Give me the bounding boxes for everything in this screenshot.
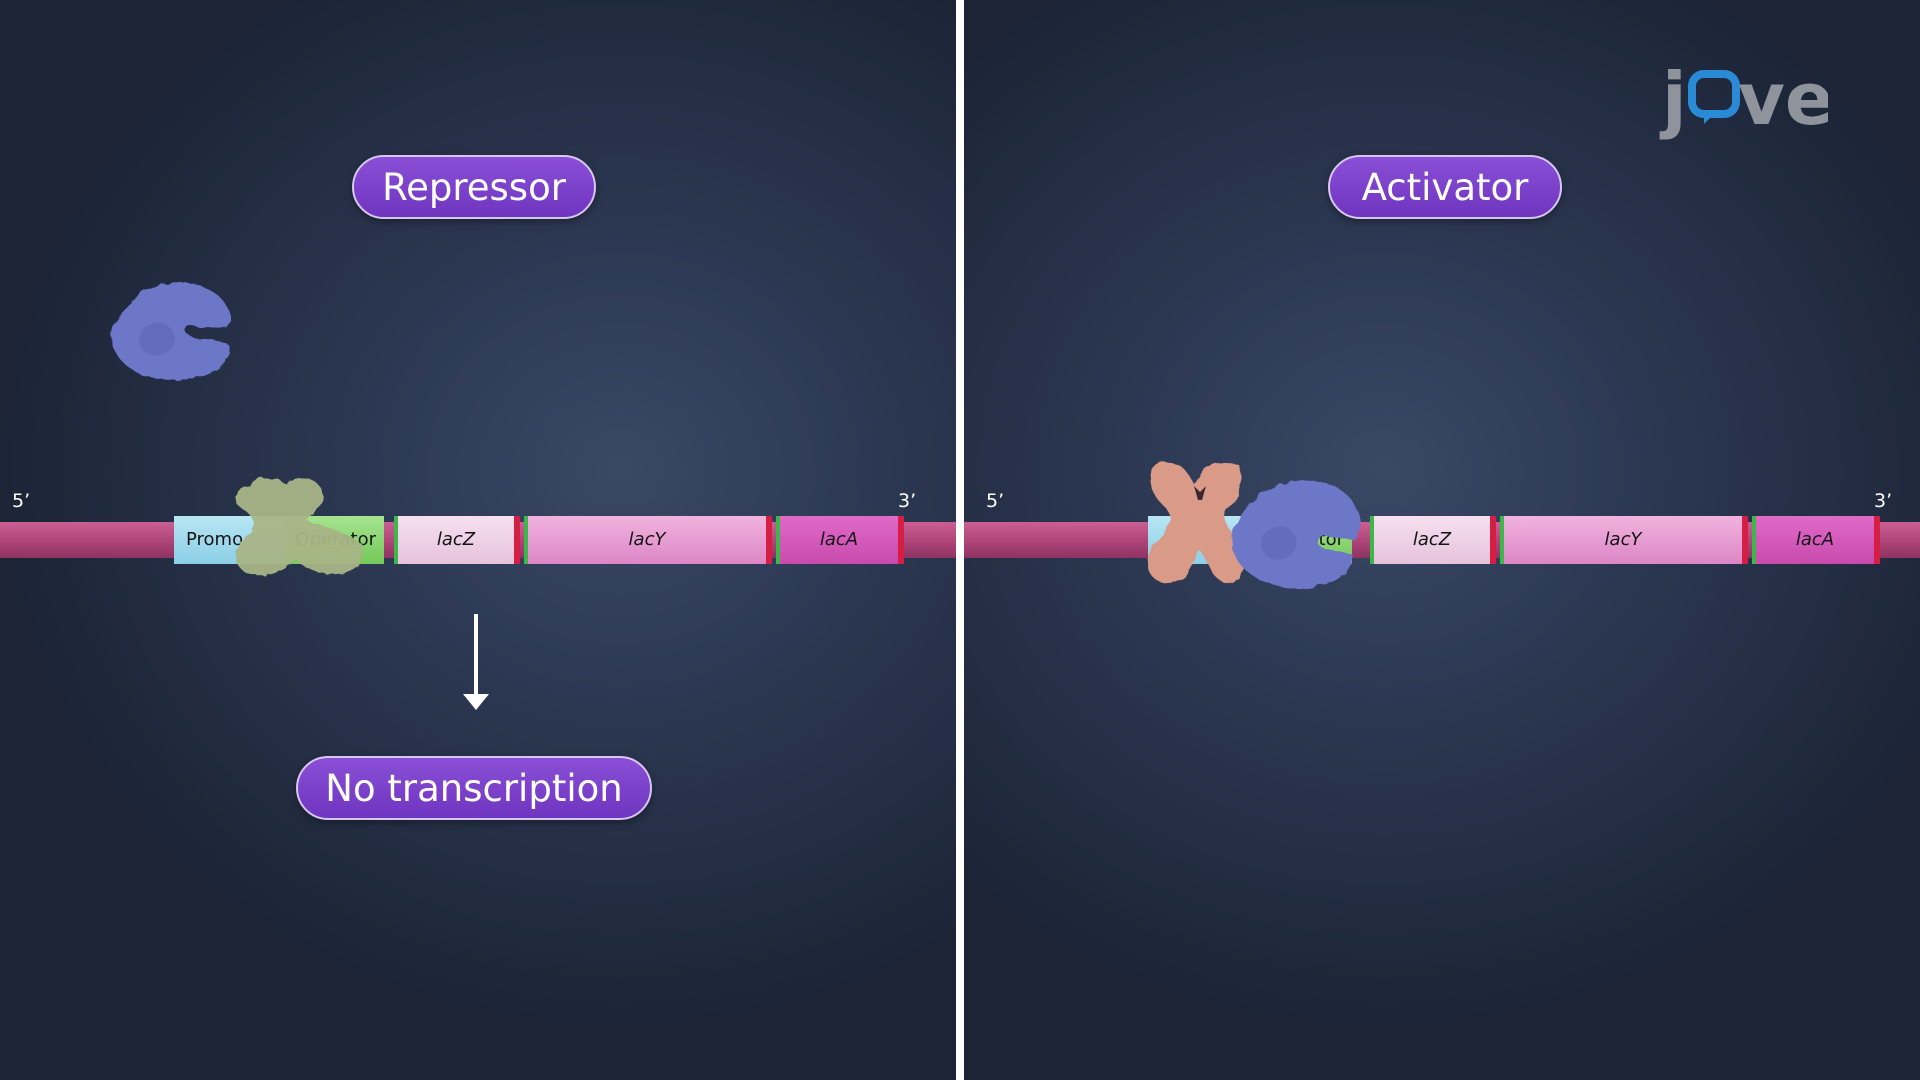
activator-panel: Activator 5’ 3’ rator lacZ lacY lacA j v…: [964, 0, 1920, 1080]
svg-text:ve: ve: [1738, 57, 1828, 141]
repressor-panel: Repressor 5’ 3’ Promo Operator lacZ lacY…: [0, 0, 956, 1080]
laca-gene: lacA: [776, 516, 904, 564]
rna-polymerase-icon: [1231, 480, 1361, 589]
down-arrow-icon: [463, 614, 489, 710]
jove-logo-icon: j ve: [1659, 57, 1828, 141]
activator-label: Activator: [1328, 155, 1562, 219]
lacz-gene: lacZ: [394, 516, 520, 564]
lacz-gene: lacZ: [1370, 516, 1496, 564]
lacy-gene: lacY: [1500, 516, 1748, 564]
panel-divider: [956, 0, 964, 1080]
repressor-protein-icon: [235, 477, 364, 576]
three-prime-label: 3’: [1874, 490, 1893, 512]
five-prime-label: 5’: [12, 490, 31, 512]
rna-polymerase-icon: [111, 282, 231, 380]
svg-text:j: j: [1659, 57, 1687, 141]
laca-gene: lacA: [1752, 516, 1880, 564]
three-prime-label: 3’: [898, 490, 917, 512]
activator-protein-icon: [1147, 462, 1246, 583]
no-transcription-label: No transcription: [296, 756, 652, 820]
five-prime-label: 5’: [986, 490, 1005, 512]
repressor-label: Repressor: [352, 155, 596, 219]
lacy-gene: lacY: [524, 516, 772, 564]
